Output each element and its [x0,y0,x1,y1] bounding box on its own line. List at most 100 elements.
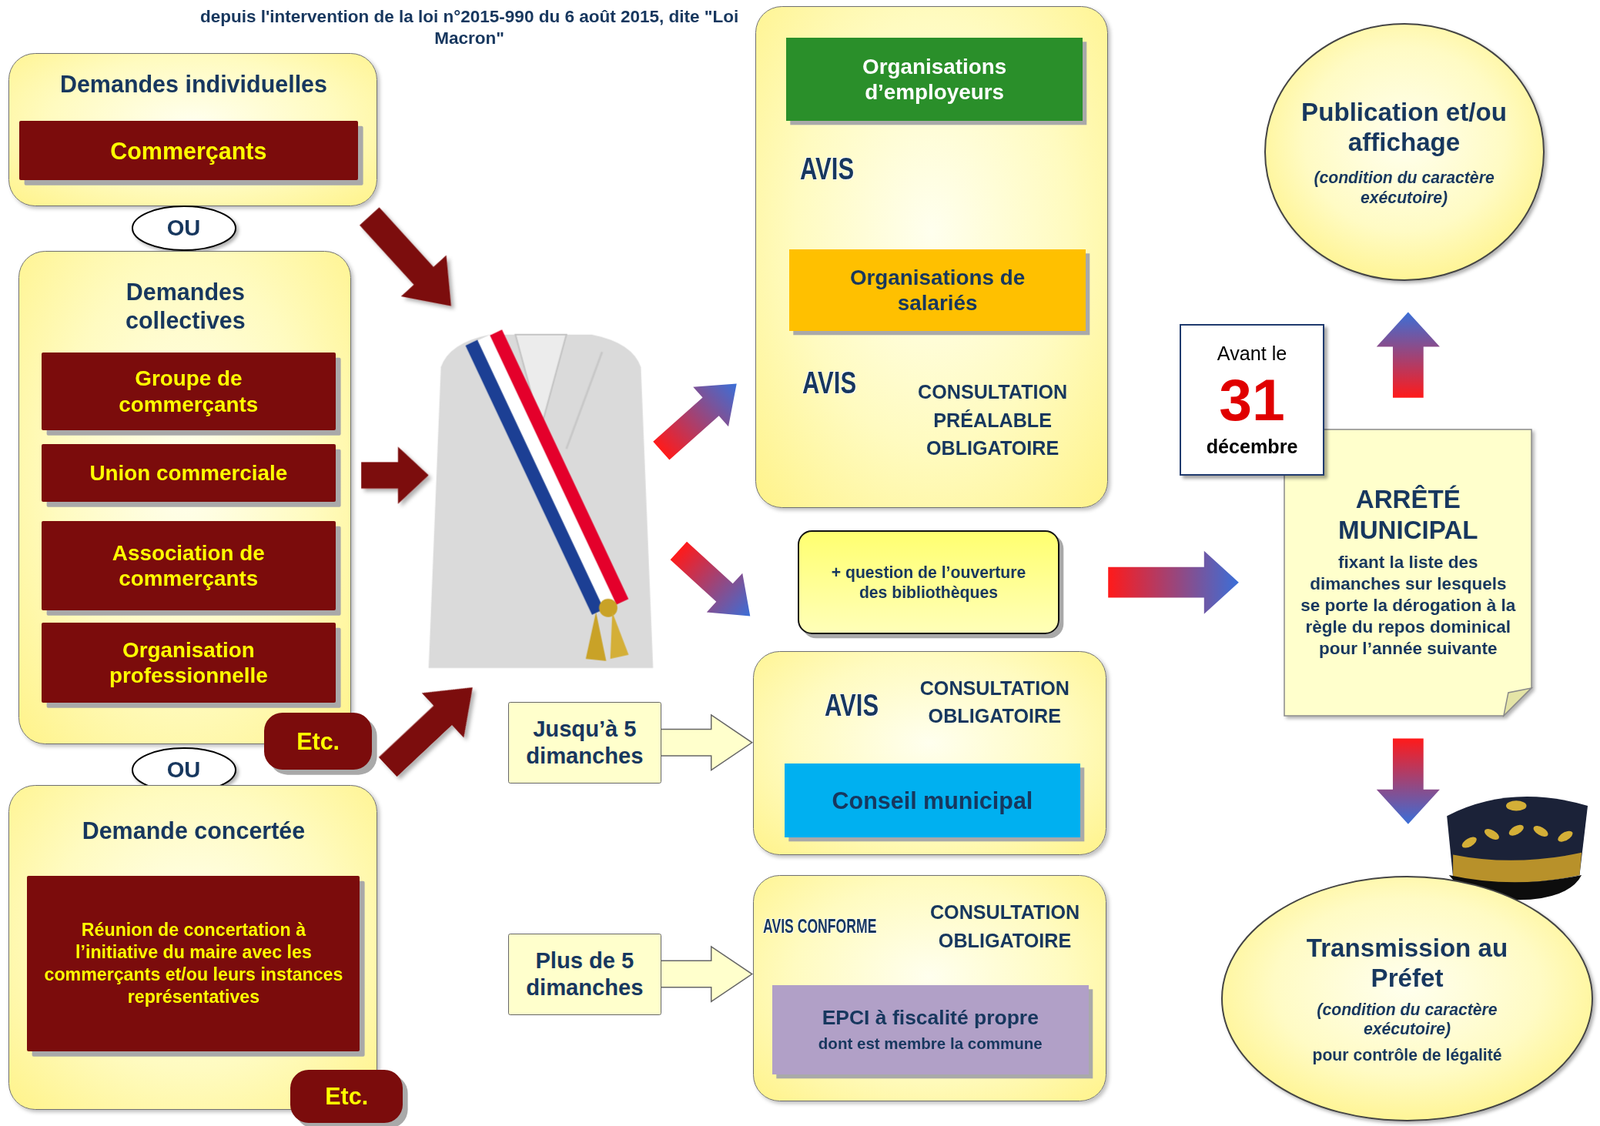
node-subtext: pour contrôle de légalité [1274,1045,1540,1065]
threshold-callout: Jusqu’à 5 dimanches [508,702,662,784]
or-ellipse: OU [130,204,238,252]
mayor-arrow [660,531,768,636]
consultation-panel: CONSULTATION OBLIGATOIRE EPCI à fiscalité… [753,875,1107,1102]
node-text: OU [137,756,230,784]
flow-arrow [1376,312,1440,399]
requester-box: Union commerciale [41,444,336,502]
label-wrap: AVIS [824,689,894,723]
node-text: Etc. [269,727,368,757]
threshold-callout: Plus de 5 dimanches [508,933,662,1016]
node-text: Groupe de commerçants [97,365,282,418]
request-arrow [346,195,474,327]
node-text: Demandes individuelles [9,70,379,99]
mayor-figure [610,612,630,660]
node-text: CONSULTATION PRÉALABLE OBLIGATOIRE [890,378,1095,463]
callout-pointer [655,715,753,771]
node-subtext: décembre [1185,435,1319,459]
mayor-arrow [643,364,769,636]
prefect-circle: Transmission au Préfet (condition du cara… [1220,875,1594,1123]
node-text: OU [137,214,230,242]
node-subtext: 31 [1185,368,1319,432]
node-subtext: fixant la liste des dimanches sur lesque… [1298,552,1518,661]
prefect-cap [1446,796,1588,884]
callout-pointer [655,947,753,1003]
mayor-figure [471,342,598,613]
node-text: ARRÊTÉ MUNICIPAL [1305,484,1510,546]
requester-box: Organisation professionnelle [41,622,336,703]
node-subtext: (condition du caractère exécutoire) [1302,167,1507,208]
etc-tab: Etc. [290,1070,403,1124]
node-text: EPCI à fiscalité propre [777,1006,1085,1031]
mayor-arrow [643,364,755,472]
node-text: Organisations de salariés [845,264,1030,317]
diagram-title: depuis l'intervention de la loi n°2015-9… [184,6,756,50]
node-text: + question de l’ouverture des bibliothèq… [819,562,1039,603]
prefect-cap [1459,835,1479,851]
mayor-figure [585,612,607,662]
node-text: Union commerciale [50,460,327,486]
node-text: Publication et/ou affichage [1282,97,1527,159]
requester-box: Groupe de commerçants [41,352,336,431]
request-panel: Demandes individuellesCommerçants [8,53,379,207]
node-subtext: (condition du caractère exécutoire) [1295,1000,1520,1040]
node-text: Demandes collectives [83,277,288,335]
prefect-cap [1506,823,1526,839]
requester-box: Commerçants [19,120,359,181]
node-text: Organisations d’employeurs [842,53,1027,106]
publication-circle: Publication et/ou affichage (condition du… [1263,22,1546,282]
node-text: Transmission au Préfet [1284,933,1530,995]
mayor-figure [599,599,618,618]
ellipse-outline [132,206,236,251]
node-text: CONSULTATION OBLIGATOIRE [892,674,1097,731]
mayor-figure [428,334,654,669]
node-text: CONSULTATION OBLIGATOIRE [907,898,1103,955]
note-box: + question de l’ouverture des bibliothèq… [797,530,1059,635]
node-text: Avant le [1185,341,1319,365]
note-outline [1284,429,1532,717]
mayor-figure [495,332,623,603]
node-subtext: dont est membre la commune [777,1034,1085,1055]
node-text: Organisation professionnelle [86,637,291,690]
node-text: Conseil municipal [789,786,1075,816]
consultation-panel: CONSULTATION OBLIGATOIRE Conseil municipa… [753,651,1107,856]
opinion-label: AVIS [802,367,857,400]
council-box: Conseil municipal [784,763,1081,837]
deadline-box: Avant le 31 décembre [1179,324,1325,476]
request-arrow [366,665,494,790]
prefect-cap [1452,853,1582,884]
label-wrap: AVIS [800,153,870,186]
epci-box: EPCI à fiscalité propre dont est membre l… [772,985,1089,1076]
mayor-figure [483,338,610,608]
organisation-box: Organisations d’employeurs [786,37,1082,122]
node-text: Etc. [295,1082,399,1112]
title-wrap: depuis l'intervention de la loi n°2015-9… [184,6,756,50]
node-text: Demande concertée [9,816,379,846]
node-text: Plus de 5 dimanches [513,947,657,1002]
opinion-label: AVIS CONFORME [763,916,877,937]
request-panel: Demandes collectivesGroupe de commerçant… [18,251,352,745]
organisation-box: Organisations de salariés [789,249,1085,332]
consultation-panel: CONSULTATION PRÉALABLE OBLIGATOIRE Organi… [755,6,1109,509]
note-fold [1503,687,1532,716]
requester-box: Association de commerçants [41,521,336,612]
opinion-label: AVIS [800,153,854,186]
label-wrap: AVIS CONFORME [763,916,926,937]
node-text: Jusqu’à 5 dimanches [513,716,657,770]
label-wrap: AVIS [802,367,872,400]
opinion-label: AVIS [824,689,879,723]
mayor-figure [428,332,654,669]
etc-tab: Etc. [264,712,372,770]
node-text: Commerçants [25,137,352,166]
ellipse-outline [1265,23,1544,281]
prefect-cap [1482,826,1502,843]
prefect-cap [1556,829,1575,845]
request-panel: Demande concertéeRéunion de concertation… [8,785,379,1110]
flow-arrow [1376,738,1440,824]
prefect-cap [1506,800,1527,811]
request-arrow [361,446,429,504]
flow-arrow [1107,551,1239,615]
requester-box: Réunion de concertation à l’initiative d… [26,876,360,1052]
ellipse-outline [1221,876,1593,1122]
ellipse-outline [1220,875,1594,1123]
prefect-cap [1531,823,1550,840]
